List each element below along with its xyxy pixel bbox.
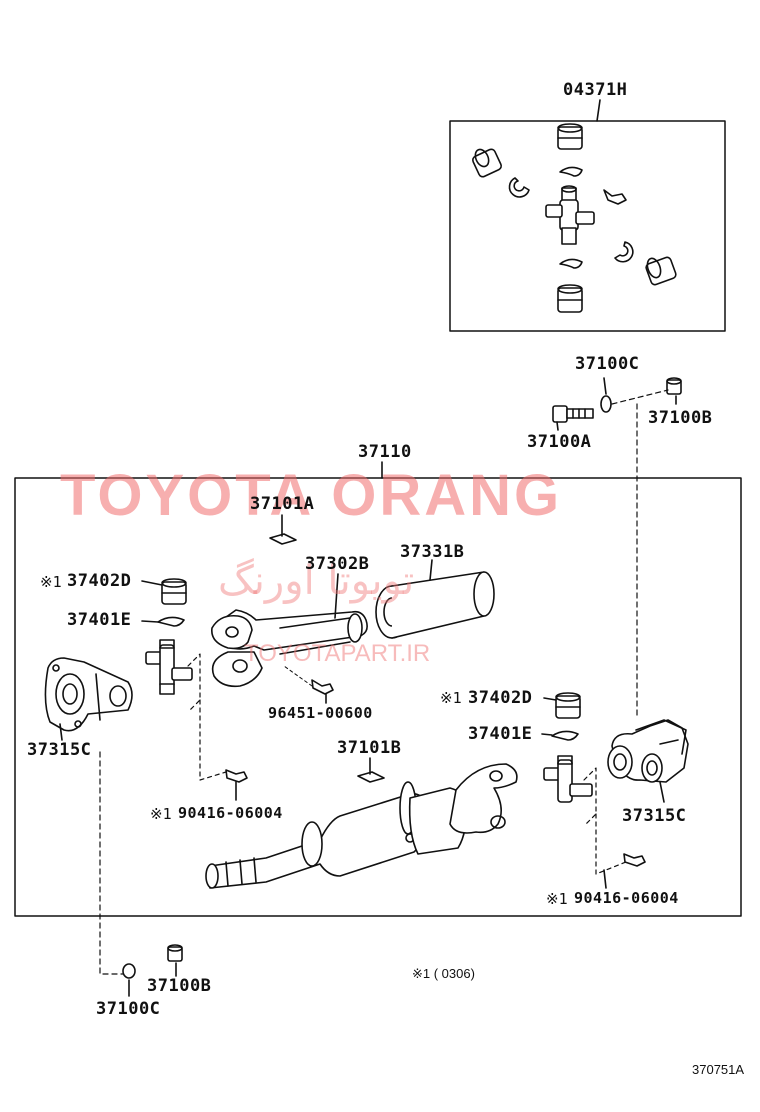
diagram-code: 370751A	[692, 1062, 745, 1077]
label-bearing-right: 37402D	[468, 688, 533, 708]
main-shaft	[205, 763, 518, 889]
slip-yoke	[211, 609, 368, 688]
flange-right	[607, 719, 689, 783]
bolt-top	[552, 405, 594, 423]
kit-bearing-top	[557, 123, 583, 150]
label-washer-bottom: 37100C	[96, 999, 161, 1019]
label-bolt-top: 37100A	[527, 432, 592, 452]
label-snap-right: 37401E	[468, 724, 533, 744]
kit-bearing-bottom	[557, 284, 583, 313]
bearing-left	[161, 578, 187, 605]
watermark-url: TOYOTAPART.IR	[244, 640, 431, 667]
spider-right	[543, 755, 593, 803]
mark-bearing-left: ※1	[40, 573, 62, 591]
label-washer-top: 37100C	[575, 354, 640, 374]
label-flange-right: 37315C	[622, 806, 687, 826]
label-sleeve: 37331B	[400, 542, 465, 562]
shaft-assy-box	[14, 477, 742, 917]
label-nut-top: 37100B	[648, 408, 713, 428]
label-shaft-assy: 37110	[358, 442, 412, 462]
label-fitting-right: 90416-06004	[574, 889, 679, 907]
watermark-persian: تویوتا اورنگ	[218, 558, 415, 604]
label-plate-b: 37101B	[337, 738, 402, 758]
mark-fitting-left: ※1	[150, 805, 172, 823]
mark-bearing-right: ※1	[440, 689, 462, 707]
label-fitting-left: 90416-06004	[178, 804, 283, 822]
label-kit: 04371H	[563, 80, 628, 100]
label-yoke-tube: 37302B	[305, 554, 370, 574]
kit-spider	[545, 185, 595, 245]
label-nut-bottom: 37100B	[147, 976, 212, 996]
kit-bearing-right	[645, 256, 677, 286]
label-grease-fitting: 96451-00600	[268, 704, 373, 722]
nut-bottom	[167, 944, 183, 962]
label-flange-left: 37315C	[27, 740, 92, 760]
spider-left	[145, 639, 193, 695]
watermark-main: TOYOTA ORANG	[60, 463, 563, 528]
mark-fitting-right: ※1	[546, 890, 568, 908]
note-range: ※1 ( 0306)	[412, 966, 475, 981]
kit-box	[449, 120, 726, 332]
washer-bottom	[122, 963, 136, 979]
label-snap-left: 37401E	[67, 610, 132, 630]
label-plate-a: 37101A	[250, 494, 315, 514]
flange-left	[44, 657, 133, 732]
kit-bearing-left	[471, 148, 503, 178]
label-bearing-left: 37402D	[67, 571, 132, 591]
sleeve-tube	[375, 571, 495, 639]
nut-top	[666, 377, 682, 395]
washer-top	[600, 395, 612, 413]
bearing-right	[555, 692, 581, 719]
